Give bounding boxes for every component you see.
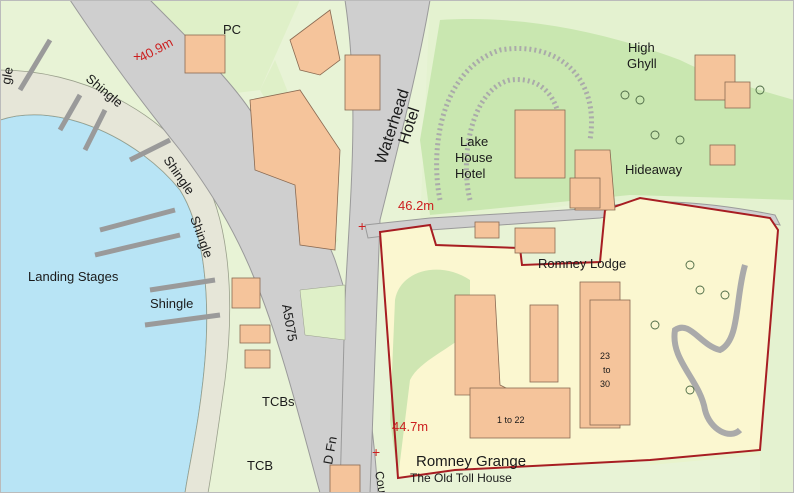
site-boundary	[378, 196, 780, 480]
site-garden	[390, 269, 470, 478]
label-shingle-4: Shingle	[150, 296, 193, 311]
label-cou: Cou	[372, 470, 390, 493]
label-block-1-22: 1 to 22	[497, 415, 525, 425]
label-tcbs: TCBs	[262, 394, 295, 409]
label-road-a5075: A5075	[279, 303, 300, 343]
site-path	[671, 264, 748, 437]
label-block-30: 30	[600, 379, 610, 389]
label-high: High	[628, 40, 655, 55]
label-romney-grange: Romney Grange	[416, 453, 526, 470]
level-44-7: 44.7m	[392, 419, 428, 434]
label-romney-lodge: Romney Lodge	[538, 256, 626, 271]
wood-north	[420, 19, 794, 216]
grass-verge	[299, 284, 346, 341]
label-hideaway: Hideaway	[625, 162, 683, 177]
svg-text:+: +	[358, 218, 366, 234]
tree-symbols	[620, 85, 765, 395]
jetties	[17, 38, 221, 328]
label-house: House	[455, 150, 493, 165]
svg-text:+: +	[133, 48, 141, 64]
label-dfn: D Fn	[320, 435, 340, 465]
label-block-to: to	[603, 365, 611, 375]
label-pc: PC	[223, 22, 241, 37]
label-tcb: TCB	[247, 458, 273, 473]
label-old-toll-house: The Old Toll House	[410, 471, 512, 485]
label-ghyll: Ghyll	[627, 56, 657, 71]
label-landing-stages: Landing Stages	[28, 269, 119, 284]
label-hotel-lake: Hotel	[455, 166, 485, 181]
label-shingle-arc: gle	[0, 66, 16, 86]
buildings	[184, 9, 751, 493]
svg-text:+: +	[372, 444, 380, 460]
label-block-23: 23	[600, 351, 610, 361]
level-46-2: 46.2m	[398, 198, 434, 213]
label-lake: Lake	[460, 134, 488, 149]
